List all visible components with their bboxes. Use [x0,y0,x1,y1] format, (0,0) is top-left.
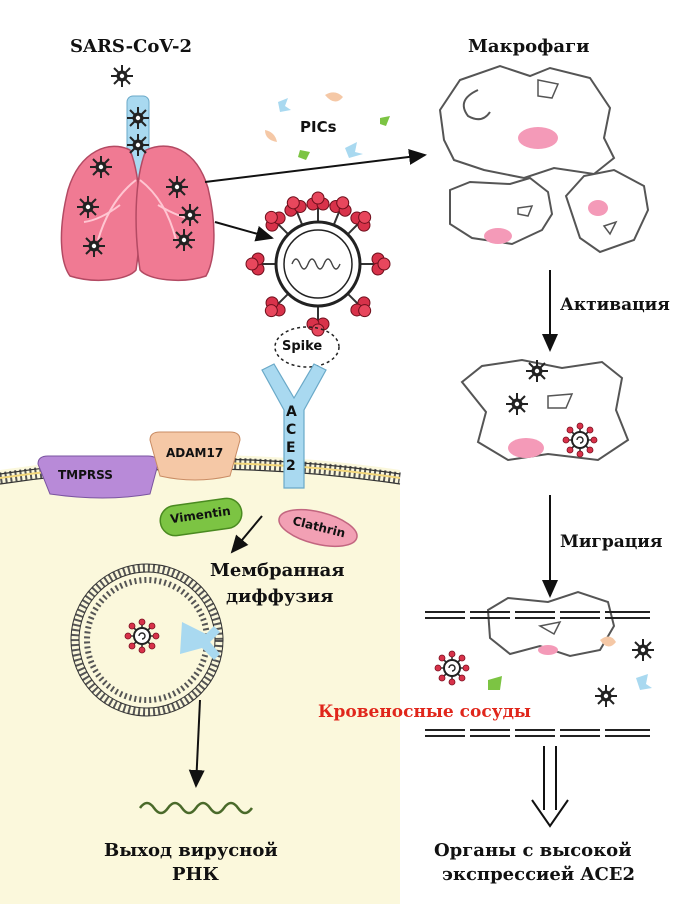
ace2-letter-c: C [286,422,297,438]
ace2-letter-a: A [286,404,297,420]
clathrin-protein [278,508,358,548]
macrophage-icon [438,64,650,658]
organs-line2: экспрессией ACE2 [442,864,636,885]
migration-label: Миграция [560,532,663,552]
ace2-letter-2: 2 [286,458,296,474]
rna-exit-line1: Выход вирусной [104,840,278,861]
spike-label: Spike [282,339,323,354]
blood-vessels-label: Кровеносные сосуды [318,702,531,722]
adam17-label: ADAM17 [166,446,224,460]
organs-line1: Органы с высокой [434,840,632,861]
membrane-diffusion-line2: диффузия [226,586,334,607]
adam17-protein [149,431,241,481]
vimentin-protein [159,497,243,537]
virus-icon [110,64,134,88]
double-arrow [531,746,569,828]
rna-strand-icon [138,801,254,815]
macrophages-title: Макрофаги [468,36,590,57]
vesicle-icon [70,563,224,717]
ace2-receptor [261,363,327,489]
ace2-letter-e: E [286,440,296,456]
activation-label: Активация [560,295,670,315]
tmprss-label: TMPRSS [58,468,113,482]
virus-title: SARS-CoV-2 [70,36,193,57]
cytoplasm [0,455,400,904]
pics-label: PICs [300,118,337,136]
spike-highlight [274,326,340,368]
virus-particle-large [245,191,391,337]
lung-icon [60,95,215,281]
blood-vessel-walls [425,611,650,737]
pics-particles [265,92,390,160]
membrane-diffusion-line1: Мембранная [210,560,345,581]
rna-exit-line2: РНК [172,864,219,885]
